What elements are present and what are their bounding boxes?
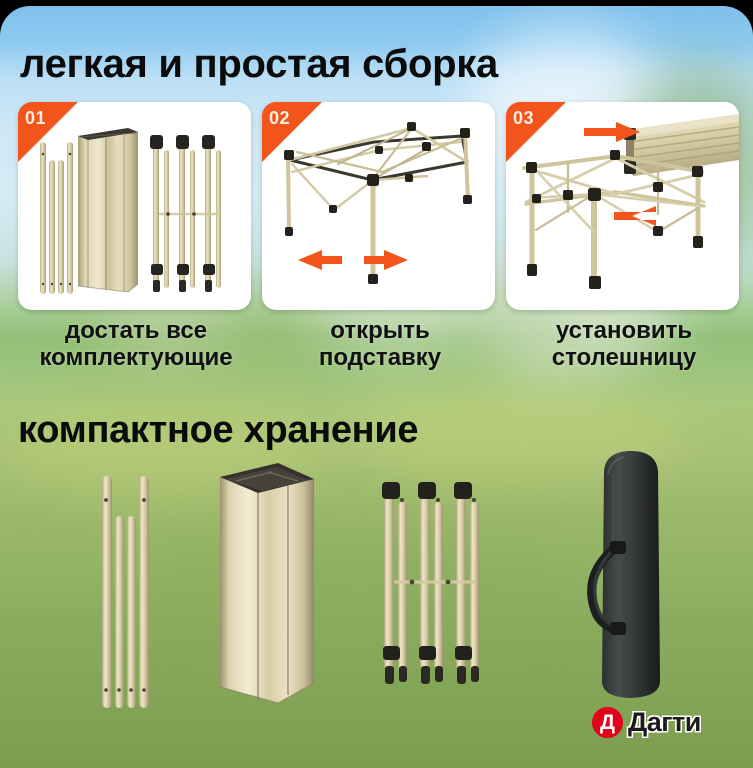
folded-frame: [382, 482, 479, 684]
watermark-logo: Д Дагти: [592, 707, 701, 738]
carry-bag: [587, 450, 660, 698]
step-caption-2: открыть подставку: [318, 317, 442, 371]
arrow-left-icon: [614, 206, 656, 226]
expand-arrows: [298, 250, 408, 270]
step-card-1: 01: [18, 102, 251, 310]
arrow-left-icon: [298, 250, 342, 270]
legs-bundle: [102, 476, 149, 708]
step-badge-triangle-2: [262, 102, 322, 162]
step-badge-triangle-1: [18, 102, 78, 162]
arrow-right-icon: [584, 122, 640, 142]
frame-joints: [284, 122, 472, 284]
step-caption-3: установить столешницу: [551, 317, 697, 371]
step-card-2: 02: [262, 102, 495, 310]
assembly-heading: легкая и простая сборка: [20, 42, 498, 86]
rolled-tabletop-group: [77, 128, 139, 293]
arrow-right-icon: [364, 250, 408, 270]
watermark-text: Дагти: [628, 707, 701, 737]
storage-heading: компактное хранение: [18, 409, 419, 451]
step-badge-number-3: 03: [513, 108, 535, 128]
step-caption-1: достать все комплектующие: [39, 317, 233, 371]
rolled-tabletop: [219, 463, 315, 704]
folded-frame-group: [150, 135, 221, 292]
bag-handle-strap: [587, 541, 626, 635]
step-card-3: 03: [506, 102, 739, 310]
step-3-illustration: [522, 114, 739, 289]
watermark-mark-icon: Д: [592, 707, 623, 738]
install-arrows: [584, 122, 656, 226]
step-badge-number-2: 02: [269, 108, 291, 128]
step-badge-triangle-3: [506, 102, 566, 162]
legs-group: [40, 142, 73, 294]
step-1-illustration: [40, 128, 221, 294]
step-2-illustration: [284, 122, 472, 284]
step-badge-number-1: 01: [25, 108, 47, 128]
frame-joints-3: [526, 150, 703, 289]
